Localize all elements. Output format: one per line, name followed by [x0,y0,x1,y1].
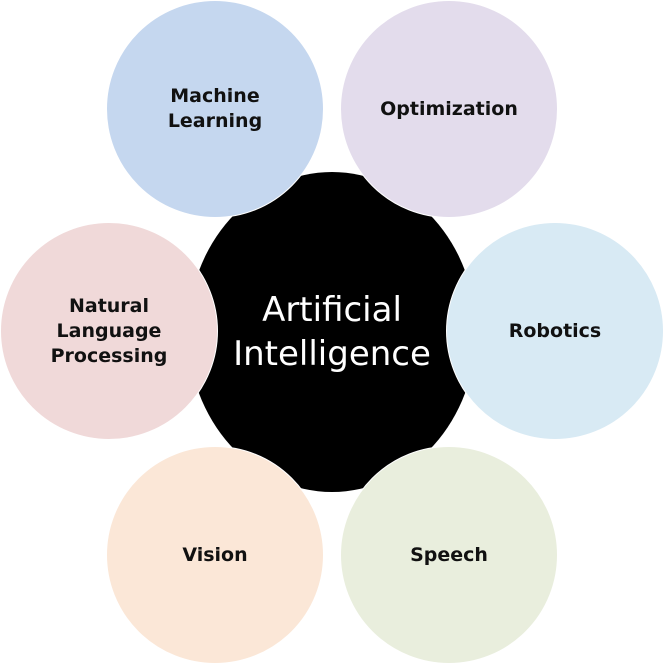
node-optimization: Optimization [340,0,558,218]
node-robotics: Robotics [446,222,664,440]
node-speech: Speech [340,446,558,664]
center-circle: Artificial Intelligence [188,172,476,492]
node-label: Robotics [508,319,602,342]
node-machine-learning: Machine Learning [106,0,324,218]
node-label: Optimization [380,97,518,120]
center-label: Artificial Intelligence [233,290,431,374]
node-label: Machine Learning [167,85,263,132]
node-natural-language-processing: Natural Language Processing [0,222,218,440]
node-label: Natural Language Processing [50,294,168,367]
node-vision: Vision [106,446,324,664]
node-label: Speech [410,543,488,566]
node-label: Vision [182,543,248,566]
